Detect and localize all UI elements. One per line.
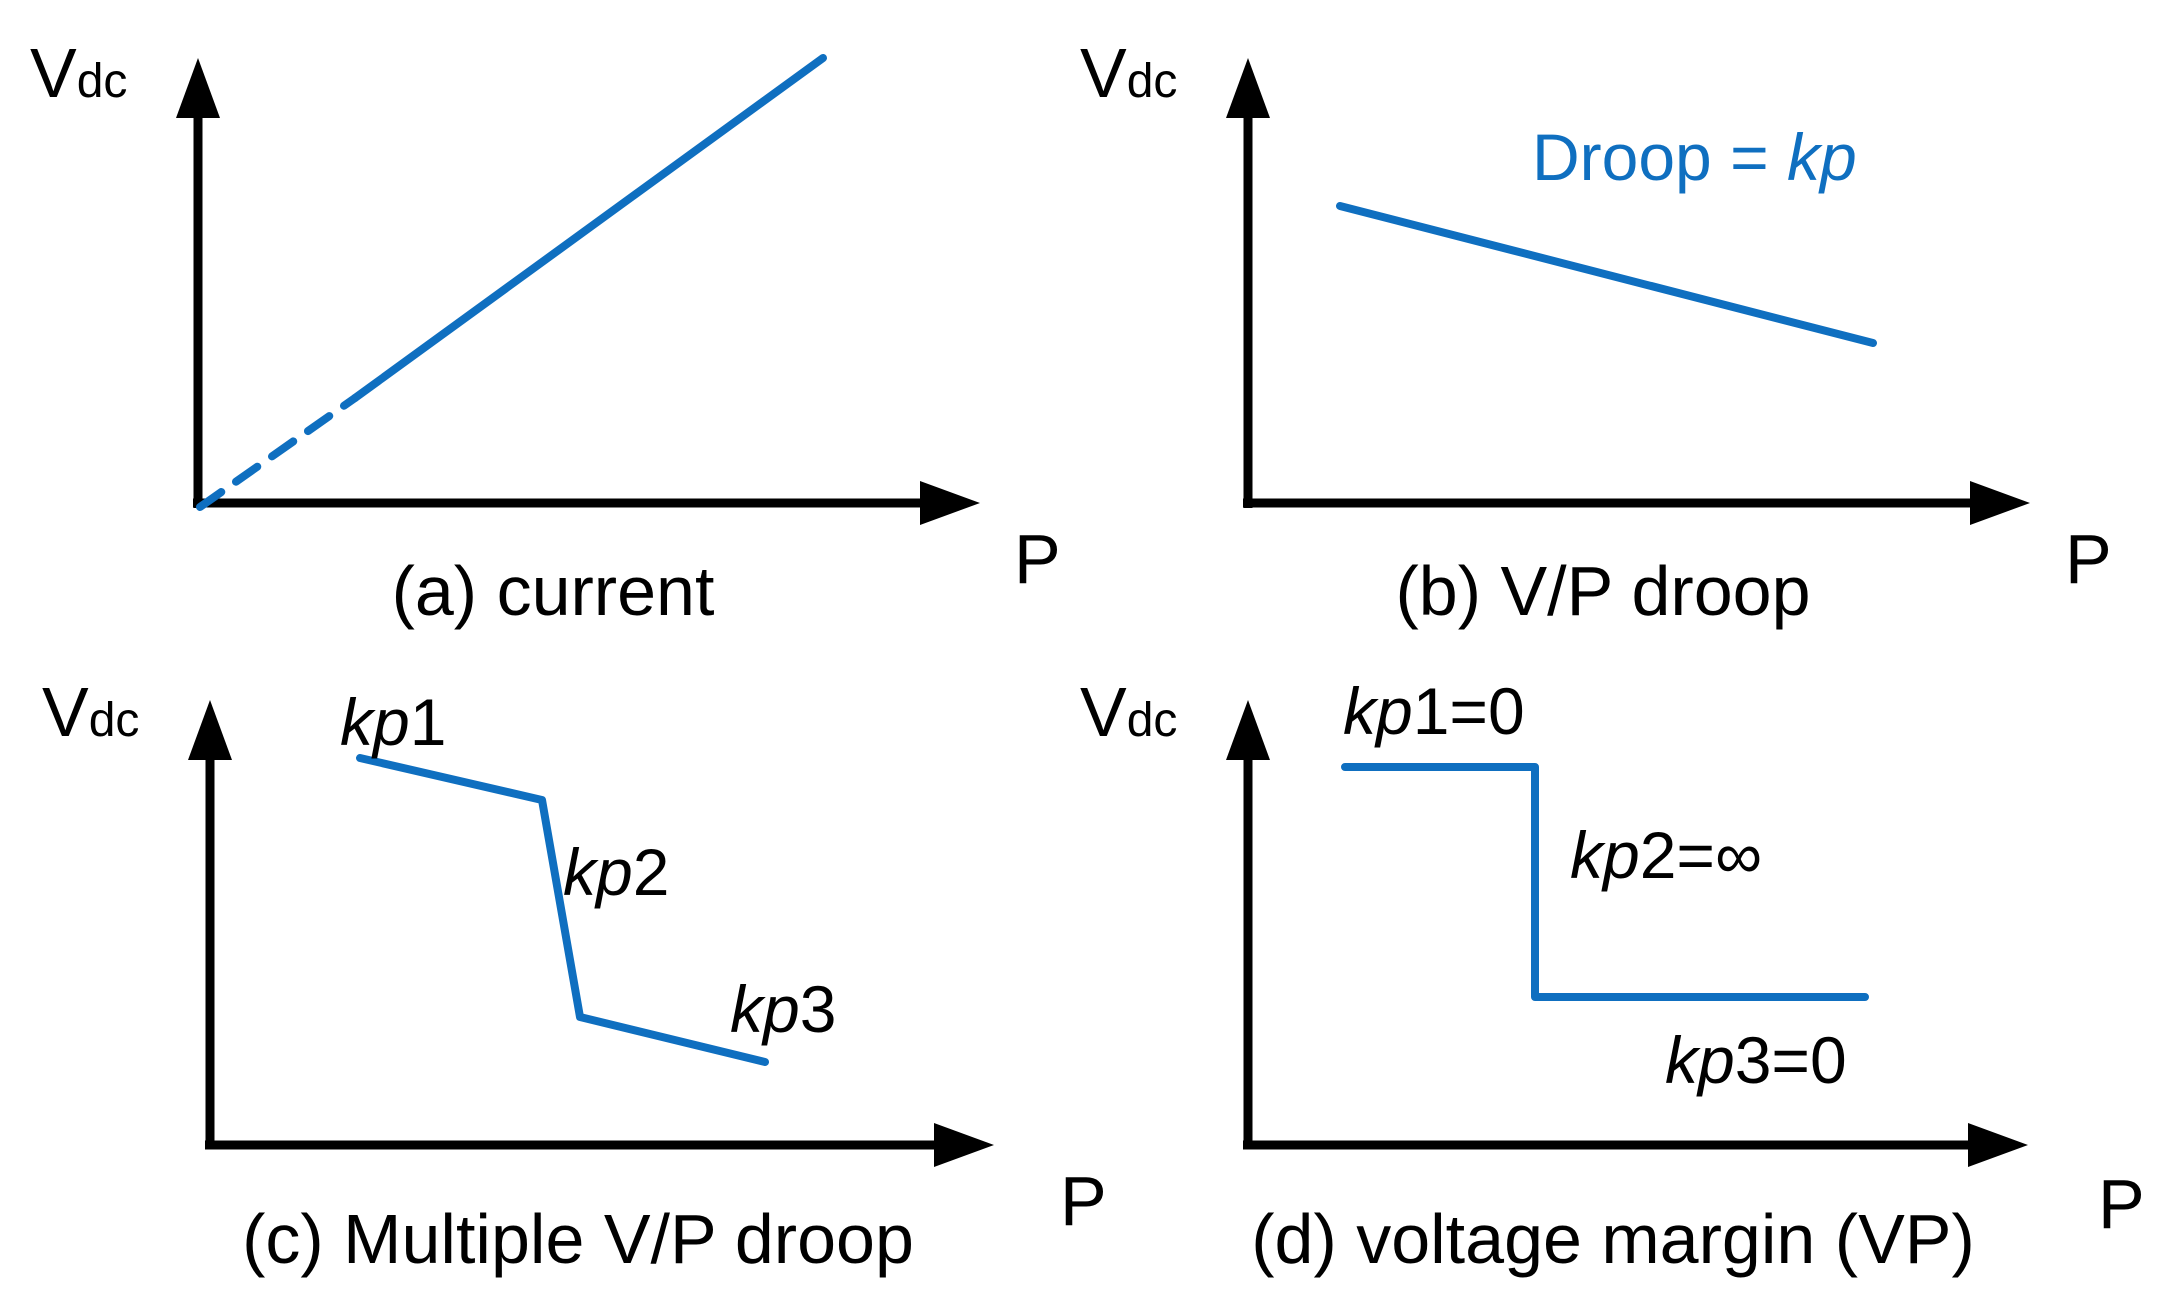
panel-a-x-arrowhead [920,481,980,525]
panel-b-caption: (b) V/P droop [1395,552,1810,630]
panel-b: Vdc P (b) V/P droop Droop = kp [1080,34,2112,630]
panel-a: Vdc P (a) current [30,34,1061,630]
panel-c-y-label: Vdc [42,673,139,751]
panel-c: Vdc P (c) Multiple V/P droop kp1 kp2 kp3 [42,673,1107,1278]
panel-c-piecewise-droop-line [356,754,769,1066]
panel-b-x-label: P [2065,520,2112,598]
panel-d-x-label: P [2098,1165,2145,1243]
panel-c-label-kp1: kp1 [340,685,446,759]
panel-c-x-arrowhead [934,1123,994,1167]
panel-d-caption: (d) voltage margin (VP) [1251,1200,1975,1278]
panel-d-y-label: Vdc [1080,673,1177,751]
panel-c-label-kp2: kp2 [563,835,669,909]
panel-d-x-arrowhead [1968,1123,2028,1167]
panel-c-caption: (c) Multiple V/P droop [242,1200,914,1278]
panel-b-droop-annotation: Droop = kp [1532,120,1857,194]
panel-d-label-kp2: kp2=∞ [1570,818,1762,892]
panel-b-droop-line [1336,202,1877,347]
panel-d-y-arrowhead [1226,700,1270,760]
panel-a-solid-line [351,54,827,402]
panel-a-dashed-segment [196,394,359,511]
panel-a-x-label: P [1014,520,1061,598]
panel-c-y-arrowhead [188,700,232,760]
panel-b-y-label: Vdc [1080,34,1177,112]
panel-d-label-kp1: kp1=0 [1343,674,1525,748]
panel-a-y-arrowhead [176,58,220,118]
panel-c-x-label: P [1060,1162,1107,1240]
panel-c-label-kp3: kp3 [730,972,836,1046]
panel-b-x-arrowhead [1970,481,2030,525]
panel-b-y-arrowhead [1226,58,1270,118]
panel-d-voltage-margin-step [1341,763,1869,1001]
panel-a-y-label: Vdc [30,34,127,112]
panel-d: Vdc P (d) voltage margin (VP) kp1=0 kp2=… [1080,673,2145,1278]
panel-d-label-kp3: kp3=0 [1665,1023,1847,1097]
panel-a-caption: (a) current [392,552,715,630]
